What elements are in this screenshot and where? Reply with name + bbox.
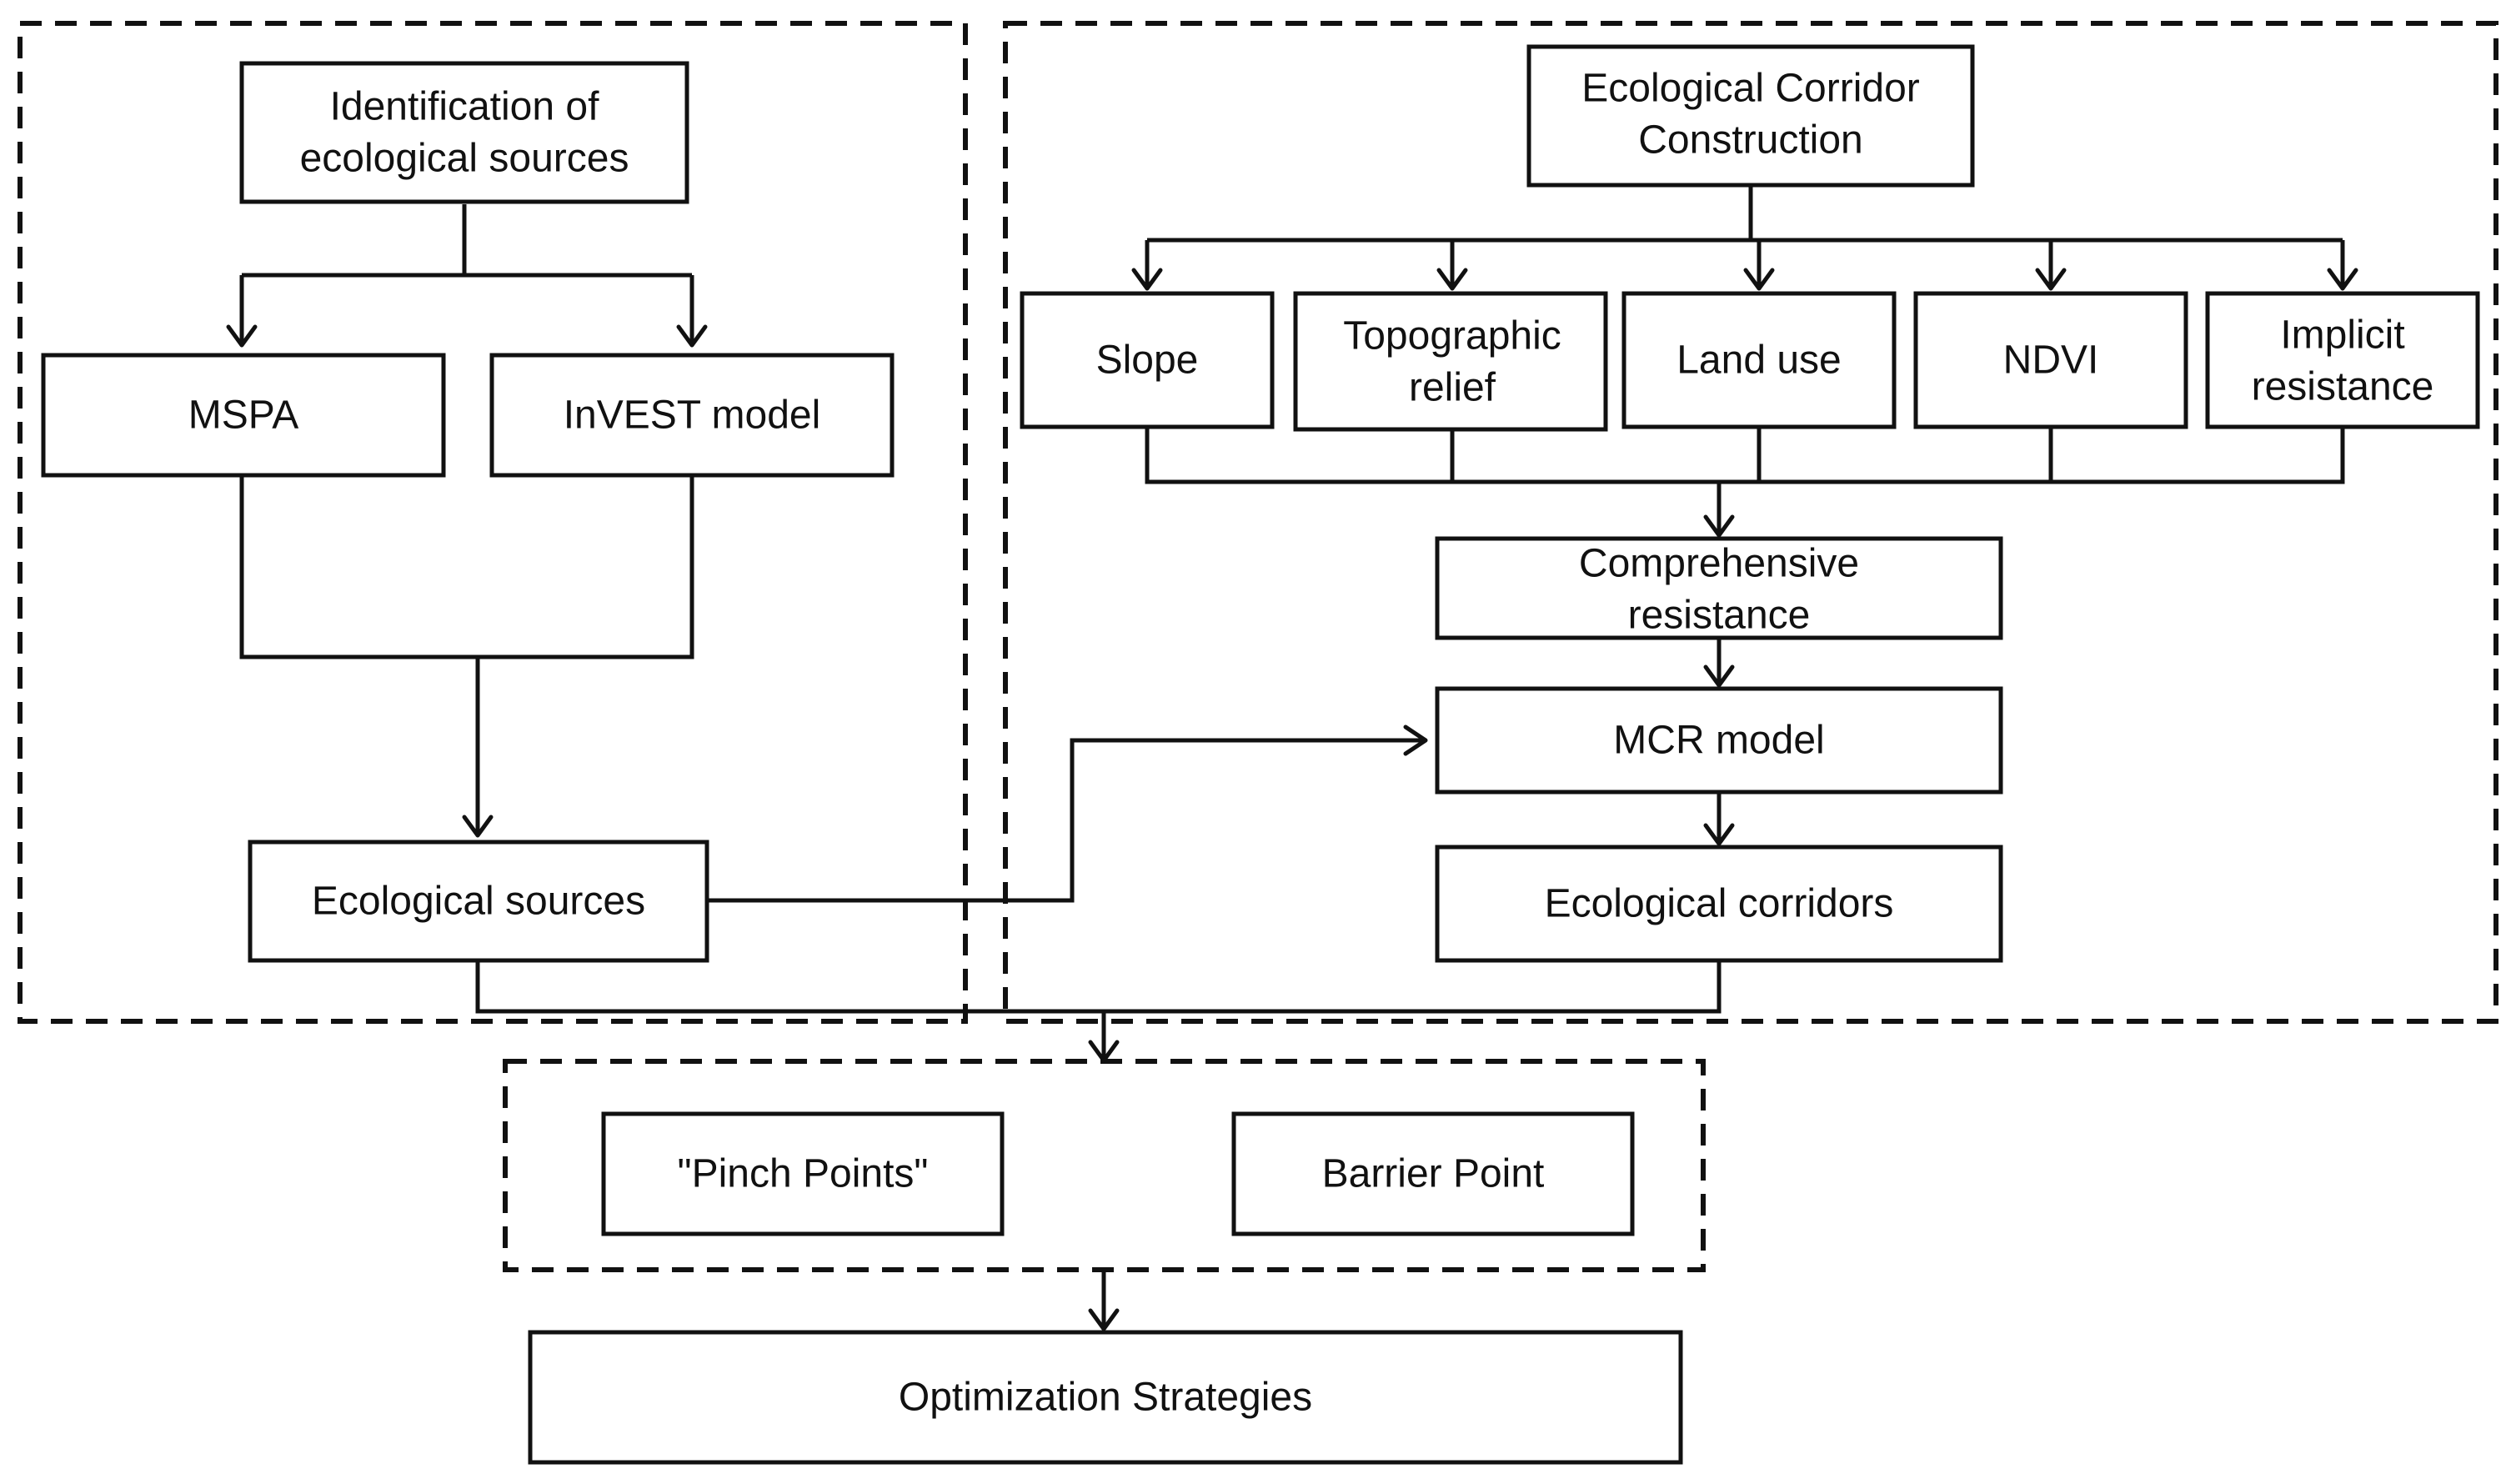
comprehensive-resistance-label-line1: Comprehensive — [1579, 542, 1859, 586]
comprehensive-resistance-label-line2: resistance — [1628, 594, 1811, 638]
land-use-box: Land use — [1621, 291, 1897, 429]
corridor-construction-label-line1: Ecological Corridor — [1581, 67, 1920, 111]
ecological-corridors-box: Ecological corridors — [1435, 845, 2003, 963]
corridor-construction-label-line2: Construction — [1638, 118, 1862, 163]
implicit-resistance-box: Implicit resistance — [2205, 291, 2480, 429]
land-use-label: Land use — [1676, 338, 1842, 383]
right-dashed-group — [1003, 21, 2498, 1024]
implicit-resistance-label-line2: resistance — [2252, 365, 2434, 409]
barrier-point-box: Barrier Point — [1231, 1111, 1635, 1236]
arrowheads — [226, 268, 2358, 1331]
identification-box: Identification of ecological sources — [239, 61, 689, 204]
ndvi-label: NDVI — [2003, 338, 2099, 383]
optimization-strategies-box: Optimization Strategies — [528, 1330, 1683, 1465]
topographic-relief-label-line1: Topographic — [1343, 314, 1561, 358]
optimization-strategies-label: Optimization Strategies — [899, 1376, 1312, 1420]
comprehensive-resistance-box: Comprehensive resistance — [1435, 536, 2003, 640]
ecological-sources-label: Ecological sources — [312, 880, 645, 924]
invest-model-box: InVEST model — [489, 353, 895, 478]
pinch-points-box: "Pinch Points" — [601, 1111, 1005, 1236]
mcr-model-box: MCR model — [1435, 686, 2003, 795]
mspa-label: MSPA — [188, 394, 298, 438]
topographic-relief-label-line2: relief — [1409, 366, 1496, 410]
ecological-sources-box: Ecological sources — [248, 840, 709, 963]
slope-box: Slope — [1020, 291, 1275, 429]
slope-label: Slope — [1096, 338, 1199, 383]
barrier-point-label: Barrier Point — [1322, 1152, 1545, 1196]
left-dashed-group — [18, 21, 968, 1024]
corridor-construction-box: Ecological Corridor Construction — [1526, 44, 1975, 188]
identification-label-line2: ecological sources — [300, 137, 629, 181]
ecological-corridors-label: Ecological corridors — [1545, 882, 1894, 926]
pinch-points-label: "Pinch Points" — [678, 1152, 929, 1196]
implicit-resistance-label-line1: Implicit — [2280, 313, 2404, 358]
connectors — [239, 185, 2345, 1326]
invest-model-label: InVEST model — [564, 394, 821, 438]
ndvi-box: NDVI — [1913, 291, 2188, 429]
mspa-box: MSPA — [41, 353, 446, 478]
mcr-model-label: MCR model — [1613, 719, 1824, 763]
topographic-relief-box: Topographic relief — [1293, 291, 1608, 432]
identification-label-line1: Identification of — [330, 85, 600, 129]
